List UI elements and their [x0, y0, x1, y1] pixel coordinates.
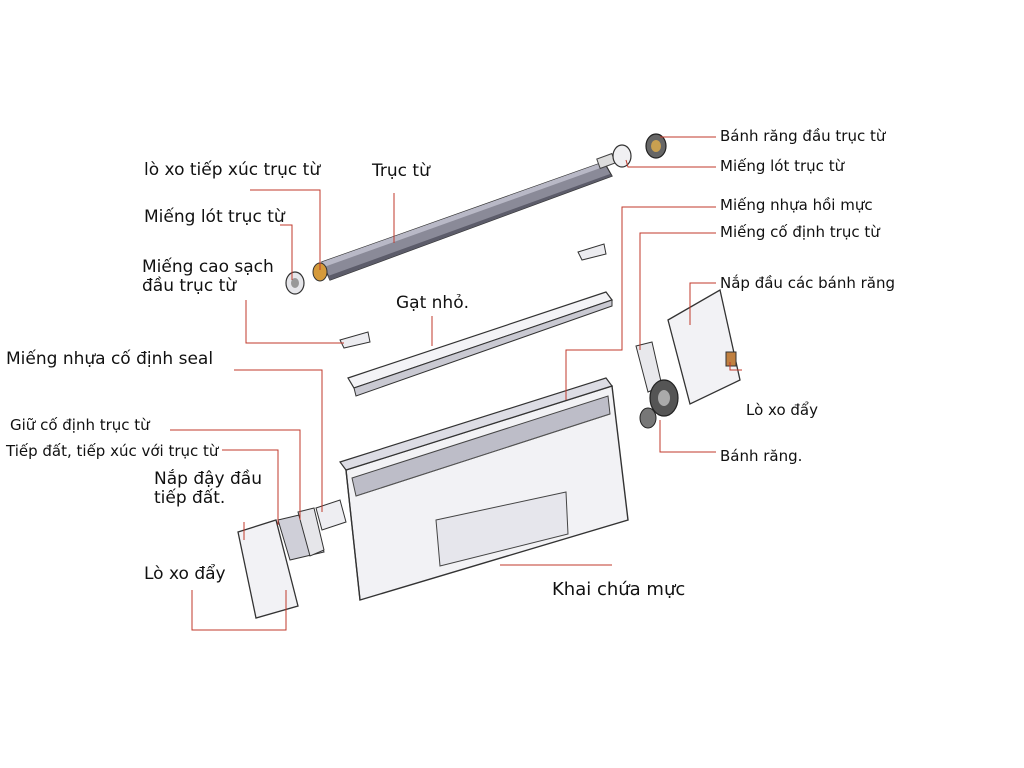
label-gear-cover-cap: Nắp đầu các bánh răng [720, 274, 896, 292]
toner-hopper [339, 377, 629, 601]
roller-end-cleaning-pad [339, 331, 371, 349]
label-roller-end-gear: Bánh răng đầu trục từ [720, 127, 886, 145]
label-magnetic-roller: Trục từ [372, 161, 430, 181]
roller-holder-clip-left [297, 507, 325, 557]
magnetic-roller [321, 152, 616, 281]
label-push-spring-right: Lò xo đẩy [746, 401, 818, 419]
label-seal-fixing-plastic: Miếng nhựa cố định seal [6, 349, 214, 369]
roller-holder-clip-right [577, 243, 607, 261]
label-ground-contact-plate: Tiếp đất, tiếp xúc với trục từ [6, 442, 219, 460]
label-toner-hopper: Khai chứa mực [552, 579, 686, 600]
push-spring-right [725, 351, 737, 367]
label-roller-holder-clip: Giữ cố định trục từ [10, 416, 150, 434]
roller-bushing-right [612, 144, 632, 168]
label-roller-fixing-bracket: Miếng cố định trục từ [720, 223, 880, 241]
ground-end-cover [237, 519, 299, 619]
label-roller-end-cleaning-pad: Miếng cao sạch đầu trục từ [142, 257, 274, 297]
label-push-spring-left: Lò xo đẩy [144, 564, 226, 584]
label-roller-bushing-left: Miếng lót trục từ [144, 207, 285, 227]
doctor-blade [347, 291, 613, 397]
seal-fixing-plastic [315, 499, 347, 531]
label-doctor-blade: Gạt nhỏ. [396, 293, 470, 313]
label-toner-return-plastic: Miếng nhựa hồi mực [720, 196, 873, 214]
label-roller-bushing-right: Miếng lót trục từ [720, 157, 845, 175]
label-roller-contact-spring: lò xo tiếp xúc trục từ [144, 160, 321, 180]
drive-gear [639, 379, 679, 429]
leader-lines [170, 136, 742, 631]
roller-end-gear [645, 133, 667, 159]
label-ground-end-cover: Nắp đậy đầu tiếp đất. [154, 469, 262, 509]
gear-cover-cap [667, 288, 741, 405]
roller-bushing-left [285, 271, 305, 295]
label-drive-gear: Bánh răng. [720, 447, 803, 465]
